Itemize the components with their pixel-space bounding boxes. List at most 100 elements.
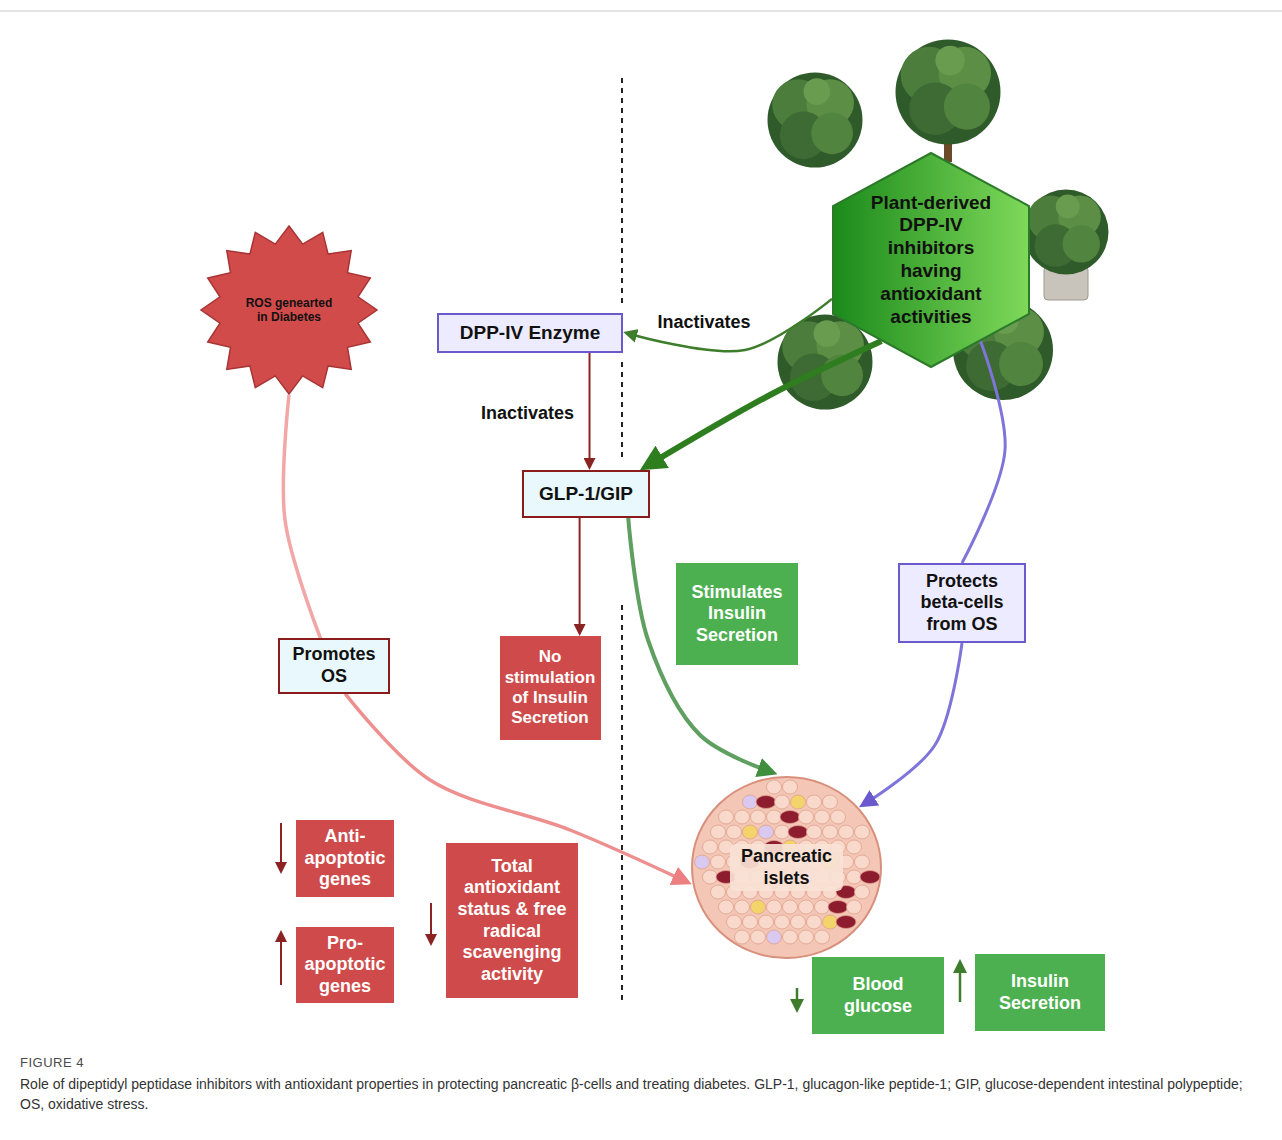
islet-cell [727,915,742,929]
islet-cell [719,810,734,824]
islet-cell [780,811,800,824]
islet-cell [807,795,822,809]
node-text: Pro-apoptotic genes [300,933,390,998]
islet-cell [847,840,862,854]
node-text: Plant-derived DPP-IV inhibitors having a… [866,192,996,329]
islet-cell [751,930,766,944]
node-text: Anti-apoptotic genes [300,826,390,891]
increase-arrow [959,966,962,1002]
outcome-box: Total antioxidant status & free radical … [446,843,578,998]
islet-shape: Pancreatic islets [690,775,883,960]
hexagon-shape [833,153,1029,367]
islet-cell [839,825,854,839]
outcome-box: No stimulation of Insulin Secretion [500,636,601,740]
islet-cell [799,900,814,914]
divider-line [621,78,623,305]
islet-cell [783,780,798,794]
islet-cell [783,930,798,944]
node-text: Protects beta-cells from OS [906,571,1018,636]
islet-cell [799,810,814,824]
islet-cell [743,915,758,929]
node-text: Promotes OS [284,644,384,687]
node-text: DPP-IV Enzyme [445,322,615,345]
islet-cell [711,885,726,899]
islet-cell [815,930,830,944]
islet-cell [823,825,838,839]
shrub-picture [768,73,863,168]
islet-cell [735,930,750,944]
islet-cell [836,916,856,929]
islet-cell [775,915,790,929]
edge-label: Inactivates [479,403,576,424]
islet-cell [756,796,776,809]
decrease-arrow [796,988,799,1006]
islet-cell [775,795,790,809]
edge-label: Inactivates [655,312,752,333]
islet-cell [791,795,806,809]
islet-cell [743,795,758,809]
islet-cell [815,900,830,914]
islet-cell [767,810,782,824]
islet-cell [695,855,710,869]
enzyme-box: DPP-IV Enzyme [437,313,623,353]
node-text: Stimulates Insulin Secretion [681,582,793,647]
islet-cell [767,930,782,944]
islet-cell [855,885,870,899]
islet-cell [823,795,838,809]
islet-cell [735,900,750,914]
connector [630,299,832,351]
effect-box: Stimulates Insulin Secretion [676,563,798,665]
result-box: Blood glucose [812,957,944,1034]
connector [589,353,591,464]
inhibitor-hexagon: Plant-derived DPP-IV inhibitors having a… [832,152,1030,368]
shrub-picture [1024,190,1109,275]
islet-cell [799,930,814,944]
shrub-picture [896,40,1001,145]
islet-cell [775,825,790,839]
node-text: ROS genearted in Diabetes [244,296,334,325]
node-text: GLP-1/GIP [530,483,642,506]
figure-label: FIGURE 4 [20,1055,84,1070]
islet-cell [759,825,774,839]
islet-cell [815,810,830,824]
ros-starburst: ROS genearted in Diabetes [200,225,378,395]
islet-cell [719,900,734,914]
effect-box: Protects beta-cells from OS [898,563,1026,643]
islet-cell [767,780,782,794]
outcome-box: Anti-apoptotic genes [296,820,394,897]
connector [962,341,1005,563]
rule-line [0,11,1282,12]
node-text: No stimulation of Insulin Secretion [504,647,597,729]
islet-cell [743,825,758,839]
divider-line [621,605,623,1000]
islet-cell [831,810,846,824]
node-text: Total antioxidant status & free radical … [451,856,573,986]
islet-cell [711,825,726,839]
islet-cell [711,855,726,869]
connector [651,341,881,464]
islet-cell [727,825,742,839]
islet-cell [767,900,782,914]
islet-cell [828,901,848,914]
connector [579,518,581,630]
islet-cell [855,855,870,869]
connector [867,643,962,803]
node-text: Blood glucose [818,974,938,1017]
result-box: Insulin Secretion [975,954,1105,1031]
islet-cell [783,900,798,914]
divider-line [621,362,623,462]
islet-cell [703,840,718,854]
increase-arrow [280,936,282,985]
islet-cell [791,915,806,929]
islet-cell [807,915,822,929]
node-text: Insulin Secretion [981,971,1099,1014]
islet-cell [855,825,870,839]
effect-box: Promotes OS [278,638,390,693]
islet-cell [751,900,766,914]
hormone-box: GLP-1/GIP [522,470,650,518]
islet-cell [847,900,862,914]
decrease-arrow [430,903,432,940]
decrease-arrow [280,823,282,868]
islet-cell [847,870,862,884]
outcome-box: Pro-apoptotic genes [296,927,394,1003]
